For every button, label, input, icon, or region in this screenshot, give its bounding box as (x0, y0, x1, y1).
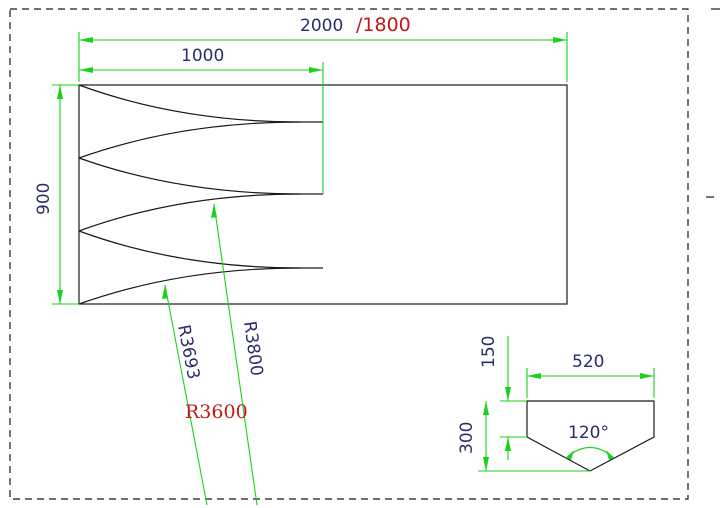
overall-width-alt-label: /1800 (356, 14, 411, 36)
drawing-border (9, 8, 689, 500)
inner-width-dimension: 1000 (79, 46, 324, 194)
inner-width-label: 1000 (181, 46, 224, 66)
section-depth-150-label: 150 (479, 336, 499, 368)
cut-curve-3-upper (78, 230, 323, 269)
radius-a-leader: R3693 (162, 284, 208, 506)
overall-width-label: 2000 (300, 16, 343, 36)
height-label: 900 (34, 183, 54, 215)
radius-c-label: R3600 (185, 401, 248, 423)
cut-curve-2-lower (78, 193, 301, 232)
cut-curve-3-lower (78, 267, 301, 305)
angle-label: 120° (568, 423, 609, 443)
tapered-cuts (78, 84, 323, 305)
cut-curve-1-lower (78, 121, 301, 159)
groove-section: 120° 520 150 300 (457, 336, 655, 472)
cut-curve-2-upper (78, 157, 323, 195)
radius-b-leader: R3800 (211, 203, 267, 506)
radius-b-label: R3800 (239, 320, 266, 377)
overall-width-dimension: 2000 /1800 (78, 14, 568, 82)
section-depth-300-label: 300 (457, 422, 477, 454)
cut-curve-1-upper (78, 84, 323, 123)
groove-profile (526, 400, 655, 472)
height-dimension: 900 (34, 84, 79, 305)
angle-arc (565, 446, 615, 459)
section-width-label: 520 (572, 352, 604, 372)
